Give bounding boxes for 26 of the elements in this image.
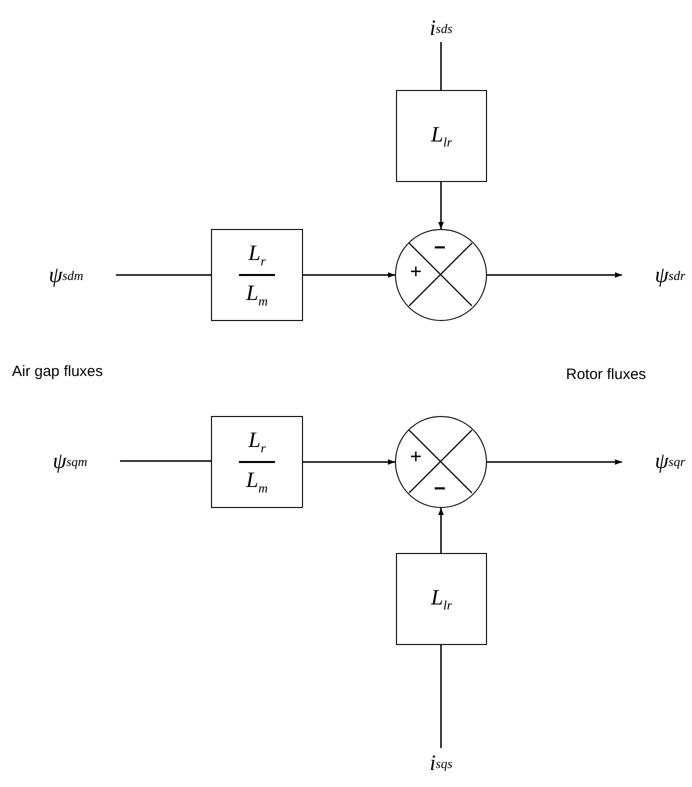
numerator: L$_{r}$ [248, 429, 266, 454]
gain-symbol: L$_{lr}$ [431, 586, 452, 612]
denominator: L$_{m}$ [246, 282, 268, 308]
transfer-block [396, 553, 487, 645]
signal-arrow [438, 182, 444, 229]
signal-line [120, 460, 211, 462]
denominator: L$_{m}$ [246, 469, 268, 494]
gain-block [211, 416, 303, 508]
numerator: L$_{r}$ [248, 242, 266, 268]
sign-label: − [434, 479, 446, 499]
group-label: Rotor fluxes [566, 366, 646, 383]
signal-line [440, 645, 442, 748]
signal-arrow [438, 508, 444, 553]
sign-label: + [410, 447, 422, 467]
gain-block [211, 229, 303, 321]
gain-symbol: L$_{lr}$ [431, 123, 452, 149]
signal-arrow [303, 272, 395, 278]
sign-label: − [434, 238, 446, 258]
group-label: Air gap fluxes [12, 363, 103, 380]
signal-line [116, 274, 211, 276]
transfer-block [396, 90, 487, 182]
signal-arrow [487, 459, 622, 465]
signal-arrow [487, 272, 622, 278]
signal-arrow [303, 459, 395, 465]
signal-line [440, 42, 442, 90]
sign-label: + [410, 262, 422, 282]
